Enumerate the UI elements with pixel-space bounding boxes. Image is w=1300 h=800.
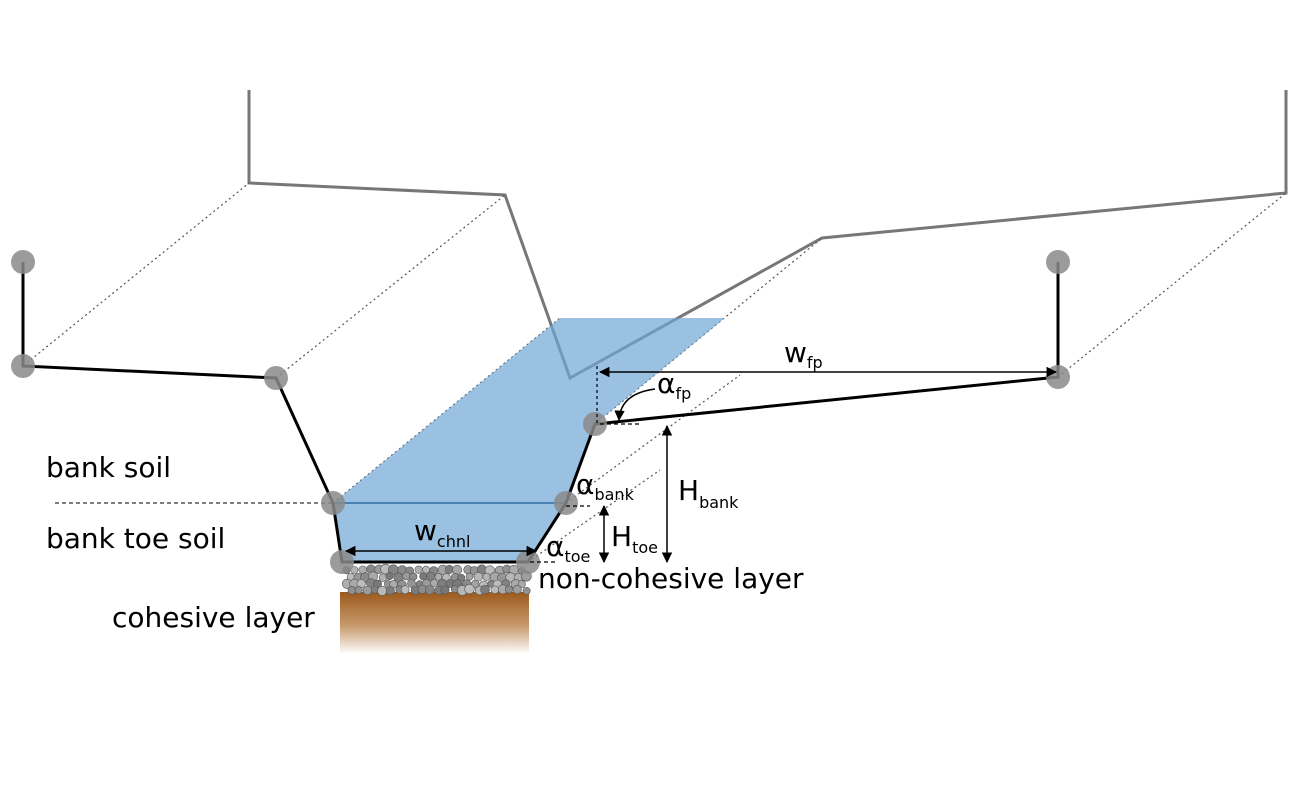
w-fp-label: wfp xyxy=(784,336,823,372)
profile-nodes xyxy=(11,250,1070,574)
w-chnl-label: wchnl xyxy=(414,514,470,551)
node xyxy=(516,550,540,574)
gravel-pebble xyxy=(465,572,474,581)
gravel-pebble xyxy=(452,564,463,575)
node xyxy=(330,550,354,574)
water-body xyxy=(333,318,725,562)
gravel-pebble xyxy=(407,579,416,588)
bank-soil-label: bank soil xyxy=(46,451,171,484)
node xyxy=(554,491,578,515)
node xyxy=(264,366,288,390)
gravel-pebble xyxy=(464,583,475,595)
alpha-bank-label: αbank xyxy=(576,468,635,504)
node xyxy=(1046,250,1070,274)
gravel-pebble xyxy=(482,572,491,581)
non-cohesive-layer-label: non-cohesive layer xyxy=(538,562,804,595)
gravel-pebble xyxy=(512,584,522,595)
gravel-pebble xyxy=(430,579,438,587)
alpha-fp-pointer xyxy=(614,388,656,422)
gravel-pebble xyxy=(473,572,483,582)
gravel-pebble xyxy=(480,584,490,595)
h-toe-label: Htoe xyxy=(611,520,658,557)
gravel-pebble xyxy=(425,585,435,595)
front-profile xyxy=(21,262,1060,564)
gravel-pebble xyxy=(434,573,443,581)
gravel-pebble xyxy=(414,565,423,574)
gravel-pebble xyxy=(522,586,531,595)
gravel-pebble xyxy=(505,585,514,594)
cohesive-layer-block xyxy=(340,592,529,654)
node xyxy=(583,412,607,436)
gravel-pebble xyxy=(400,585,410,595)
gravel-pebble xyxy=(419,572,428,581)
alpha-toe-label: αtoe xyxy=(546,530,590,566)
gravel-pebble xyxy=(490,585,500,595)
alpha-fp-label: αfp xyxy=(657,367,691,403)
node xyxy=(321,491,345,515)
gravel-pebble xyxy=(354,586,363,595)
gravel-pebble xyxy=(385,572,394,581)
gravel-pebble xyxy=(440,585,450,595)
node xyxy=(11,354,35,378)
h-bank-label: Hbank xyxy=(678,474,739,512)
gravel-pebble xyxy=(362,585,373,596)
gravel-pebble xyxy=(385,586,395,596)
gravel-layer xyxy=(341,563,532,596)
node xyxy=(1046,365,1070,389)
bank-toe-soil-label: bank toe soil xyxy=(46,522,225,555)
node xyxy=(11,250,35,274)
gravel-pebble xyxy=(377,585,388,596)
gravel-pebble xyxy=(378,573,388,582)
back-profile xyxy=(247,90,1288,381)
cohesive-layer-label: cohesive layer xyxy=(112,601,315,634)
gravel-pebble xyxy=(426,571,436,581)
